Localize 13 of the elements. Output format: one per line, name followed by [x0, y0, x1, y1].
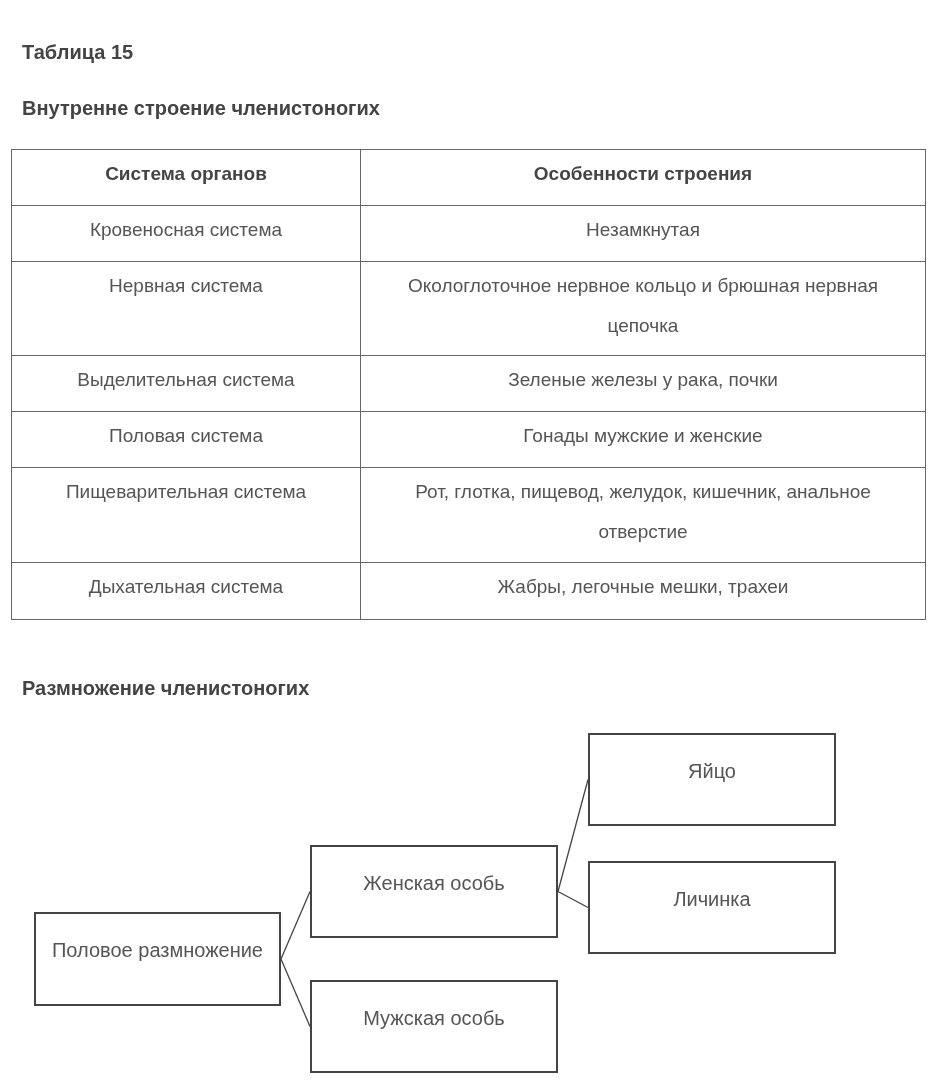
table-cell: Жабры, легочные мешки, трахеи: [360, 562, 926, 620]
process-box: Яйцо: [588, 733, 836, 826]
section-heading: Размножение членистоногих: [22, 677, 310, 700]
process-box: Личинка: [588, 861, 836, 954]
process-box: Мужская особь: [310, 980, 558, 1073]
table-cell: Дыхательная система: [11, 562, 361, 620]
table-title: Таблица 15: [22, 41, 134, 64]
process-box: Половое размножение: [34, 912, 281, 1006]
process-box: Женская особь: [310, 845, 558, 938]
section-heading: Внутренне строение членистоногих: [22, 97, 380, 120]
column-header: Система органов: [11, 149, 361, 206]
connector-line: [557, 890, 589, 909]
column-header: Особенности строения: [360, 149, 926, 206]
